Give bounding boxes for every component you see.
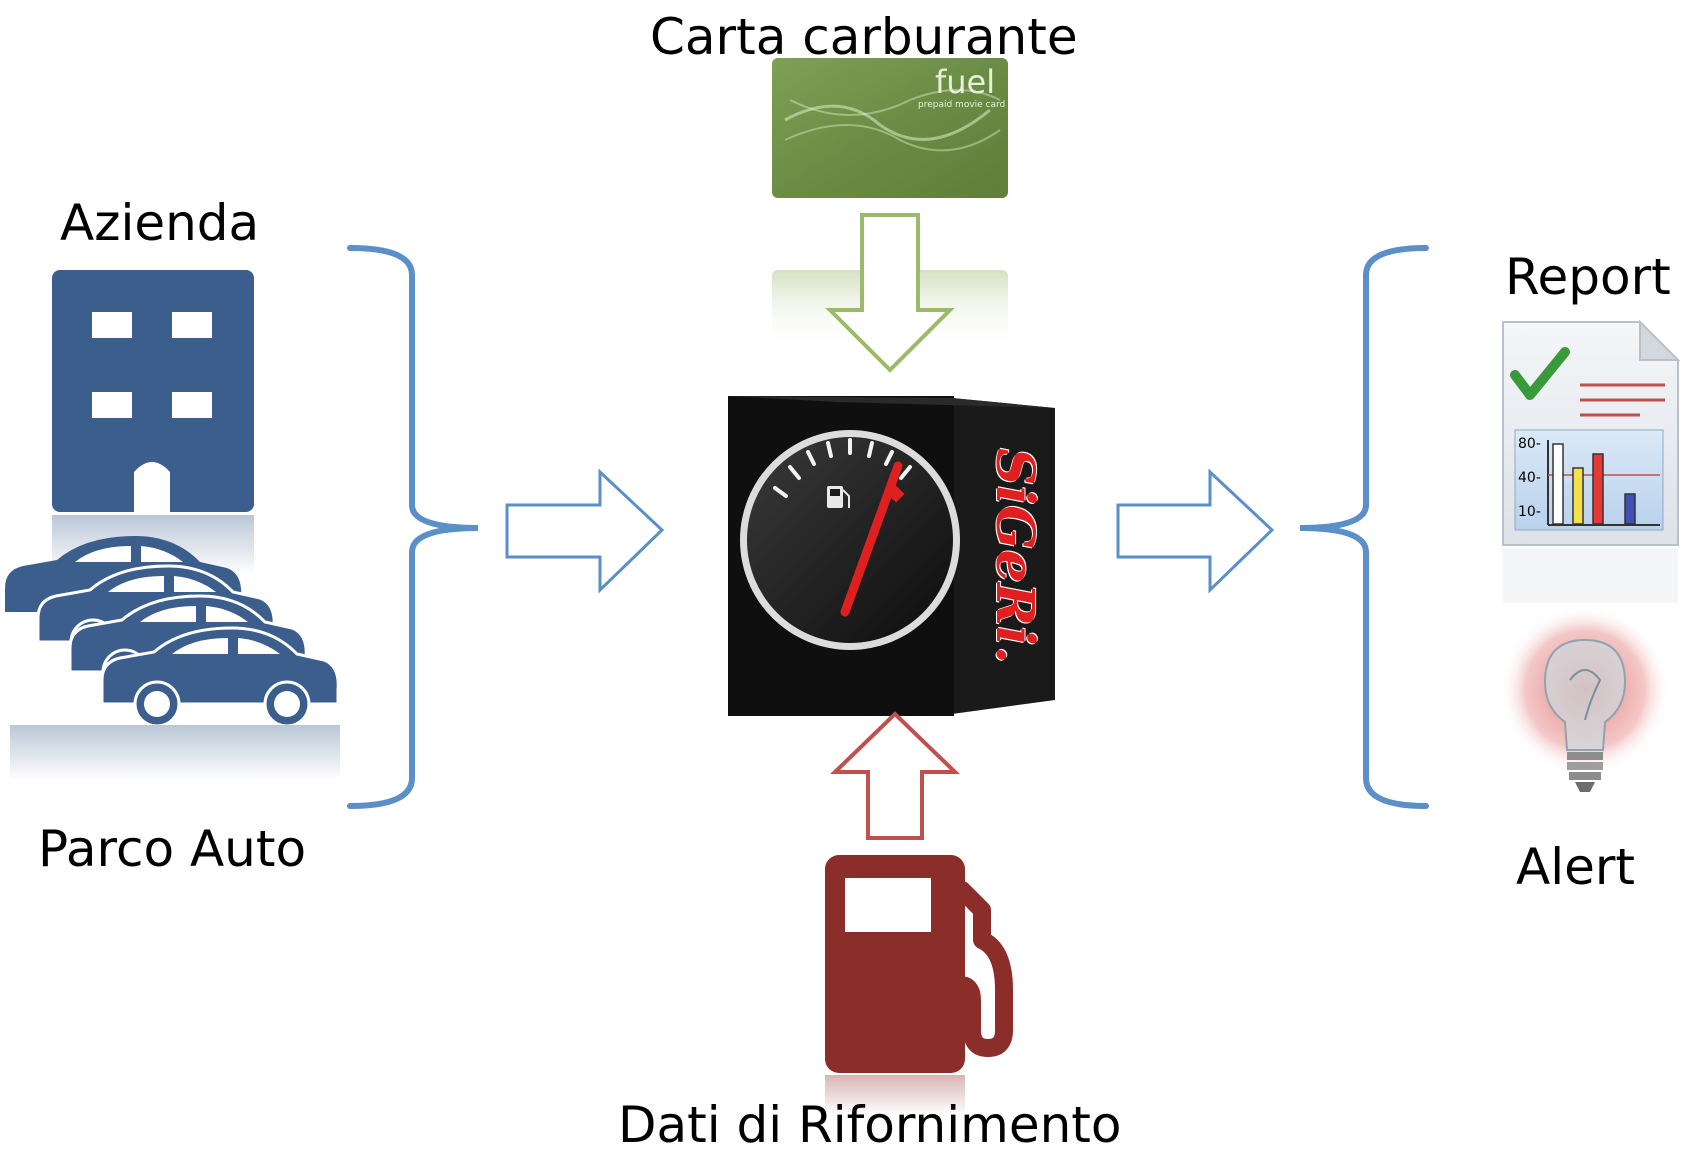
- card-subtitle: prepaid movie card: [918, 100, 1006, 110]
- label-carta-carburante: Carta carburante: [650, 8, 1078, 66]
- card-brand: fuel: [935, 63, 996, 101]
- right-brace: [1299, 245, 1429, 809]
- building-icon: [52, 270, 254, 575]
- arrow-right-center: [1116, 468, 1275, 594]
- arrow-right-left: [505, 468, 665, 594]
- lightbulb-icon: [1500, 605, 1670, 792]
- report-tick-80: 80-: [1518, 436, 1541, 452]
- report-tick-10: 10-: [1518, 504, 1541, 520]
- gauge-device-icon: [728, 396, 1055, 716]
- fuel-pump-icon: [825, 855, 1013, 1115]
- label-parco-auto: Parco Auto: [38, 820, 307, 878]
- label-azienda: Azienda: [60, 194, 260, 252]
- left-brace: [347, 245, 479, 809]
- arrow-up-red: [830, 711, 960, 840]
- label-alert: Alert: [1516, 838, 1636, 896]
- label-report: Report: [1505, 248, 1671, 306]
- report-icon: 80- 40- 10-: [1502, 319, 1681, 603]
- report-tick-40: 40-: [1518, 470, 1541, 486]
- cars-icon: [5, 536, 340, 780]
- arrow-down-green: [825, 213, 955, 373]
- label-dati-rifornimento: Dati di Rifornimento: [618, 1096, 1122, 1154]
- device-brand: SiGeRi.: [984, 448, 1045, 664]
